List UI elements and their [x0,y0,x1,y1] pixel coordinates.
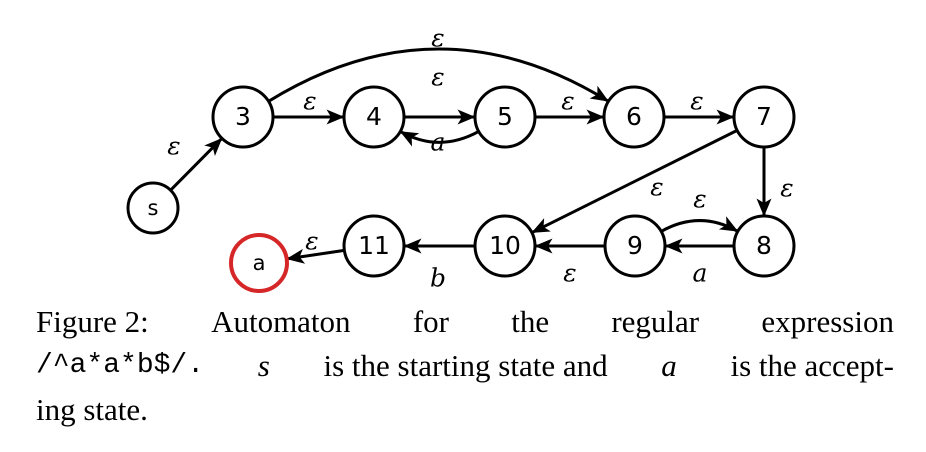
caption-line-2: /^a*a*b$/. s is the starting state and a… [36,344,894,388]
nodes-layer: s 3 4 5 6 7 8 9 10 11 a [126,85,796,293]
state-node-4 [342,85,406,149]
state-node-11 [342,214,406,278]
edge-9-to-8 [660,216,739,233]
caption-word: expression [761,304,894,339]
state-node-7 [732,85,796,149]
caption-end-text: is the accept- [730,348,894,383]
state-node-8 [732,214,796,278]
state-node-a [229,233,289,293]
edge-label-3-to-6: ε [431,24,444,53]
state-label-11: 11 [358,231,390,260]
state-label-3: 3 [235,102,251,131]
edge-label-7-to-8: ε [780,174,793,203]
caption-line-3: ing state. [36,392,148,427]
edge-3-to-6 [267,47,609,103]
edge-label-7-to-10: ε [650,173,663,202]
edge-label-10-to-11: b [430,264,446,293]
edge-s-to-3 [169,137,223,192]
caption-line-1: Figure 2: Automaton for the regular expr… [36,300,894,344]
edge-label-8-to-9: a [693,259,708,288]
edge-label-4-to-5: a [431,128,446,157]
state-label-4: 4 [366,102,382,131]
edge-label-s-to-3: ε [167,132,180,161]
caption-mid-text: is the starting state and [323,348,608,383]
caption-accept-var: a [661,348,677,383]
state-label-5: 5 [497,102,513,131]
state-label-10: 10 [489,231,521,260]
caption-word: for [412,304,449,339]
state-node-6 [602,85,666,149]
edge-5-to-4 [399,130,480,147]
figure-caption: Figure 2: Automaton for the regular expr… [36,300,894,432]
state-node-9 [603,214,667,278]
state-label-s: s [148,196,159,220]
edge-7-to-10 [531,129,738,234]
edge-label-9-to-8: ε [693,185,706,214]
state-node-10 [473,214,537,278]
state-label-6: 6 [626,102,642,131]
state-label-9: 9 [627,231,643,260]
caption-regex: /^a*a*b$/. [36,350,205,381]
state-node-5 [473,85,537,149]
edge-label-9-to-10: ε [563,259,576,288]
state-node-3 [211,85,275,149]
state-node-s [126,181,180,235]
state-label-a: a [253,251,266,275]
state-label-7: 7 [756,102,772,131]
caption-start-var: s [257,348,270,383]
caption-word: regular [611,304,700,339]
edge-label-3-to-4: ε [303,87,316,116]
edge-label-5-to-6: ε [561,87,574,116]
caption-word: the [511,304,550,339]
edge-11-to-a [286,248,345,264]
state-label-8: 8 [756,231,772,260]
caption-word: Automaton [211,304,351,339]
edge-label-11-to-a: ε [305,227,318,256]
edge-label-6-to-7: ε [690,87,703,116]
edges-layer [169,47,772,264]
edge-label-5-to-4: ε [431,63,444,92]
caption-figure-label: Figure 2: [36,304,149,339]
